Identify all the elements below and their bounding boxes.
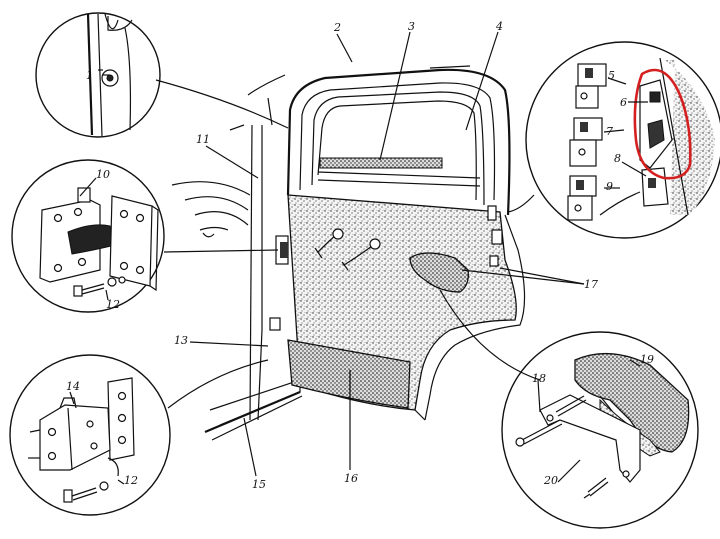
label-10: 10 <box>96 168 110 181</box>
leader-lines <box>69 31 648 485</box>
label-5: 5 <box>608 69 615 82</box>
label-19: 19 <box>640 353 654 366</box>
door-body <box>171 65 526 441</box>
label-11: 11 <box>196 133 210 146</box>
label-8: 8 <box>614 152 621 165</box>
label-18: 18 <box>532 372 546 385</box>
detail-circle-seal <box>35 12 161 138</box>
label-3: 3 <box>408 20 415 33</box>
label-15: 15 <box>252 478 266 491</box>
label-1: 1 <box>86 69 93 82</box>
detail-circle-lower-hinge <box>9 354 171 516</box>
label-7: 7 <box>606 125 613 138</box>
label-13: 13 <box>174 334 188 347</box>
label-17: 17 <box>584 278 598 291</box>
label-14: 14 <box>66 380 80 393</box>
label-9: 9 <box>606 180 613 193</box>
label-12-lower: 12 <box>124 474 138 487</box>
detail-circle-armrest <box>501 331 699 529</box>
detail-circle-upper-hinge <box>11 159 165 313</box>
label-6: 6 <box>620 96 627 109</box>
part-labels: 1 2 3 4 5 6 7 8 9 10 11 12 12 13 14 15 1… <box>66 20 654 491</box>
label-12-upper: 12 <box>106 298 120 311</box>
label-2: 2 <box>333 21 341 34</box>
label-20: 20 <box>543 474 558 487</box>
label-4: 4 <box>495 20 503 33</box>
highlight-outline <box>633 68 692 180</box>
detail-circle-lock-strikers <box>525 41 720 239</box>
label-16: 16 <box>344 472 358 485</box>
